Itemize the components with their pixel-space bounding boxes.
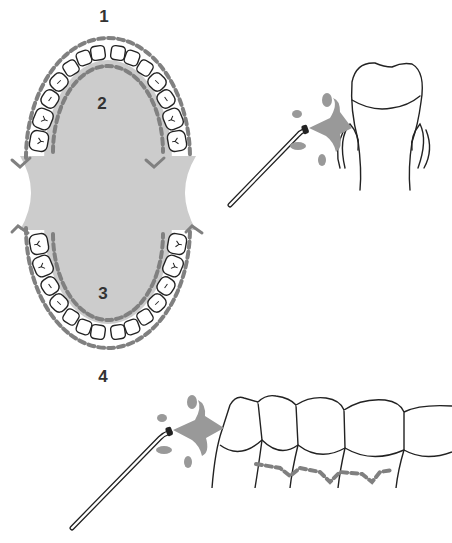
callout-number: 2 [97,95,106,112]
callout-number: 1 [99,8,108,25]
oral-cavity [20,60,196,324]
teeth-side-view [212,396,452,488]
callout-number: 4 [98,368,107,385]
flossing-path [256,464,392,482]
water-spray [156,395,224,468]
flosser-tip [230,124,310,205]
path-end-marks [12,158,202,233]
tooth-cross-section [338,63,430,190]
callout-number: 3 [98,285,107,302]
water-spray [290,93,352,166]
upper-teeth [28,45,187,152]
flossing-path [26,38,190,348]
lower-teeth [28,233,187,340]
flosser-tip [72,426,174,528]
